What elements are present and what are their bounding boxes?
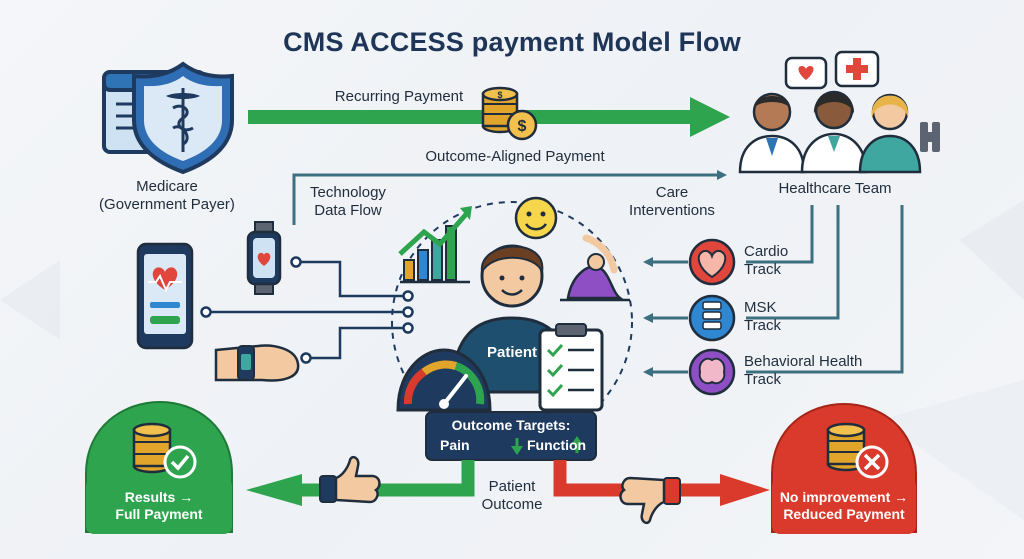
spine-icon: [702, 301, 722, 330]
reduced-payment-label: No improvement → Reduced Payment: [772, 489, 916, 523]
patient-outcome-line1: Patient: [488, 478, 536, 495]
clipboard-checklist-icon: [538, 323, 604, 412]
function-label: Function: [527, 437, 587, 453]
bar-chart-trend-icon: [398, 206, 472, 284]
heart-organ-icon: [697, 249, 727, 279]
cardio-track-badge: [688, 238, 736, 286]
patient-dashed-ring: [391, 201, 633, 443]
behavioral-track-line1: Behavioral Health: [744, 353, 863, 370]
patient-outcome-label: Patient Outcome: [470, 478, 554, 514]
background-shapes: [0, 200, 1024, 520]
thumbs-down-icon: [619, 476, 681, 525]
care-label-line1: Care: [655, 184, 689, 201]
cardio-track-line2: Track: [744, 261, 781, 278]
function-up-arrow-icon: [571, 436, 583, 453]
behavioral-track-label: Behavioral Health Track: [744, 353, 894, 389]
msk-track-label: MSK Track: [744, 299, 894, 335]
msk-track-line2: Track: [744, 317, 781, 334]
coins-check-icon: [132, 422, 197, 479]
msk-track-badge: [688, 294, 736, 342]
tech-label-line2: Data Flow: [314, 202, 382, 219]
full-payment-line2: Full Payment: [115, 505, 203, 522]
tech-data-flow-label: Technology Data Flow: [292, 184, 404, 220]
full-payment-line1: Results →: [124, 489, 194, 505]
pain-down-arrow-icon: [511, 438, 523, 455]
outcome-aligned-label: Outcome-Aligned Payment: [425, 148, 605, 165]
smartphone-health-icon: [136, 242, 194, 350]
smiley-face-icon: [514, 196, 558, 240]
reduced-payment-line2: Reduced Payment: [783, 505, 905, 522]
coin-stack-dollar-icon: $ $: [481, 86, 538, 141]
cardio-track-line1: Cardio: [744, 243, 789, 260]
payer-label-line2: (Government Payer): [99, 196, 235, 213]
svg-text:$: $: [497, 90, 502, 100]
patient-outcome-line2: Outcome: [481, 496, 543, 513]
svg-text:$: $: [518, 118, 527, 135]
patient-label: Patient: [486, 344, 537, 361]
device-data-lines: [200, 256, 414, 364]
behavioral-track-badge: [688, 348, 736, 396]
thumbs-up-icon: [319, 455, 381, 504]
smartwatch-icon: [246, 221, 282, 295]
gauge-meter-icon: [396, 348, 492, 412]
reduced-payment-line1: No improvement →: [779, 489, 909, 505]
msk-track-line1: MSK: [744, 299, 777, 316]
outcome-targets-title: Outcome Targets:: [451, 417, 571, 433]
team-label: Healthcare Team: [778, 180, 892, 197]
care-intervention-lines: [643, 205, 904, 377]
full-payment-label: Results → Full Payment: [86, 489, 232, 523]
recurring-payment-arrow: [248, 97, 730, 137]
outcome-targets-box: [425, 411, 597, 461]
tech-label-line1: Technology: [310, 184, 386, 201]
pain-label: Pain: [440, 437, 470, 453]
outcome-aligned-arrow: [292, 170, 727, 225]
brain-icon: [698, 357, 726, 385]
yoga-pose-icon: [560, 234, 630, 302]
coins-x-icon: [826, 422, 889, 479]
care-label-line2: Interventions: [629, 202, 715, 219]
page-title: CMS ACCESS payment Model Flow: [283, 27, 741, 57]
cardio-track-label: Cardio Track: [744, 243, 894, 279]
behavioral-track-line2: Track: [744, 371, 781, 388]
payer-label-line1: Medicare: [136, 178, 198, 195]
recurring-payment-label: Recurring Payment: [334, 88, 464, 105]
care-interventions-label: Care Interventions: [612, 184, 732, 220]
payer-label: Medicare (Government Payer): [72, 178, 262, 214]
medicare-shield-icon: [102, 61, 234, 175]
wrist-tracker-icon: [214, 344, 300, 382]
healthcare-team-icon: [738, 50, 940, 174]
